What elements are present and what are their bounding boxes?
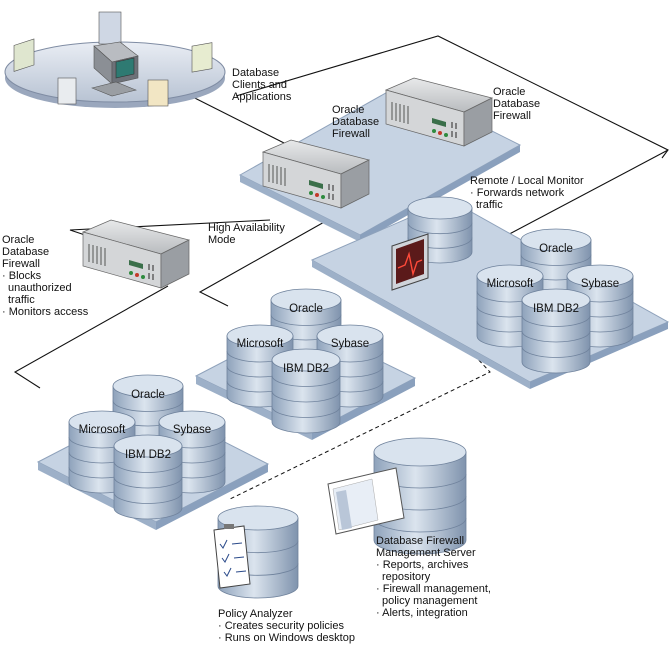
- monitor-bullets: Forwards network traffic: [470, 187, 584, 211]
- policy-bullets: Creates security policies Runs on Window…: [218, 620, 355, 644]
- db-label-ibm-db2: IBM DB2: [125, 449, 171, 461]
- db-label-ibm-db2: IBM DB2: [283, 363, 329, 375]
- db-label-sybase: Sybase: [173, 424, 211, 436]
- db-label-oracle: Oracle: [131, 389, 165, 401]
- db-label-oracle: Oracle: [539, 243, 573, 255]
- high-availability-label: High Availability Mode: [208, 222, 285, 246]
- connection-lines: [13, 35, 669, 389]
- firewall-left-bullets: Blocks unauthorized traffic Monitors acc…: [2, 270, 106, 318]
- management-bullets: Reports, archives repository Firewall ma…: [376, 559, 500, 619]
- db-label-oracle: Oracle: [289, 303, 323, 315]
- clients-label: Database Clients and Applications: [232, 67, 292, 103]
- monitor-screen-icon: [391, 233, 429, 291]
- policy-analyzer-label: Policy Analyzer Creates security policie…: [218, 608, 355, 644]
- management-server-label: Database Firewall Management Server Repo…: [376, 535, 500, 619]
- db-label-microsoft: Microsoft: [237, 338, 284, 350]
- monitor-label: Remote / Local Monitor Forwards network …: [470, 175, 584, 211]
- db-label-microsoft: Microsoft: [487, 278, 534, 290]
- db-label-microsoft: Microsoft: [79, 424, 126, 436]
- firewall-top-b-label: Oracle Database Firewall: [493, 86, 541, 122]
- firewall-left-label: Oracle Database Firewall Blocks unauthor…: [2, 234, 106, 318]
- report-document-icon: [327, 467, 405, 535]
- db-label-sybase: Sybase: [581, 278, 619, 290]
- clients-disc: [4, 11, 226, 108]
- db-label-sybase: Sybase: [331, 338, 369, 350]
- firewall-top-a-label: Oracle Database Firewall: [332, 104, 380, 140]
- checklist-icon: [213, 524, 251, 589]
- db-label-ibm-db2: IBM DB2: [533, 303, 579, 315]
